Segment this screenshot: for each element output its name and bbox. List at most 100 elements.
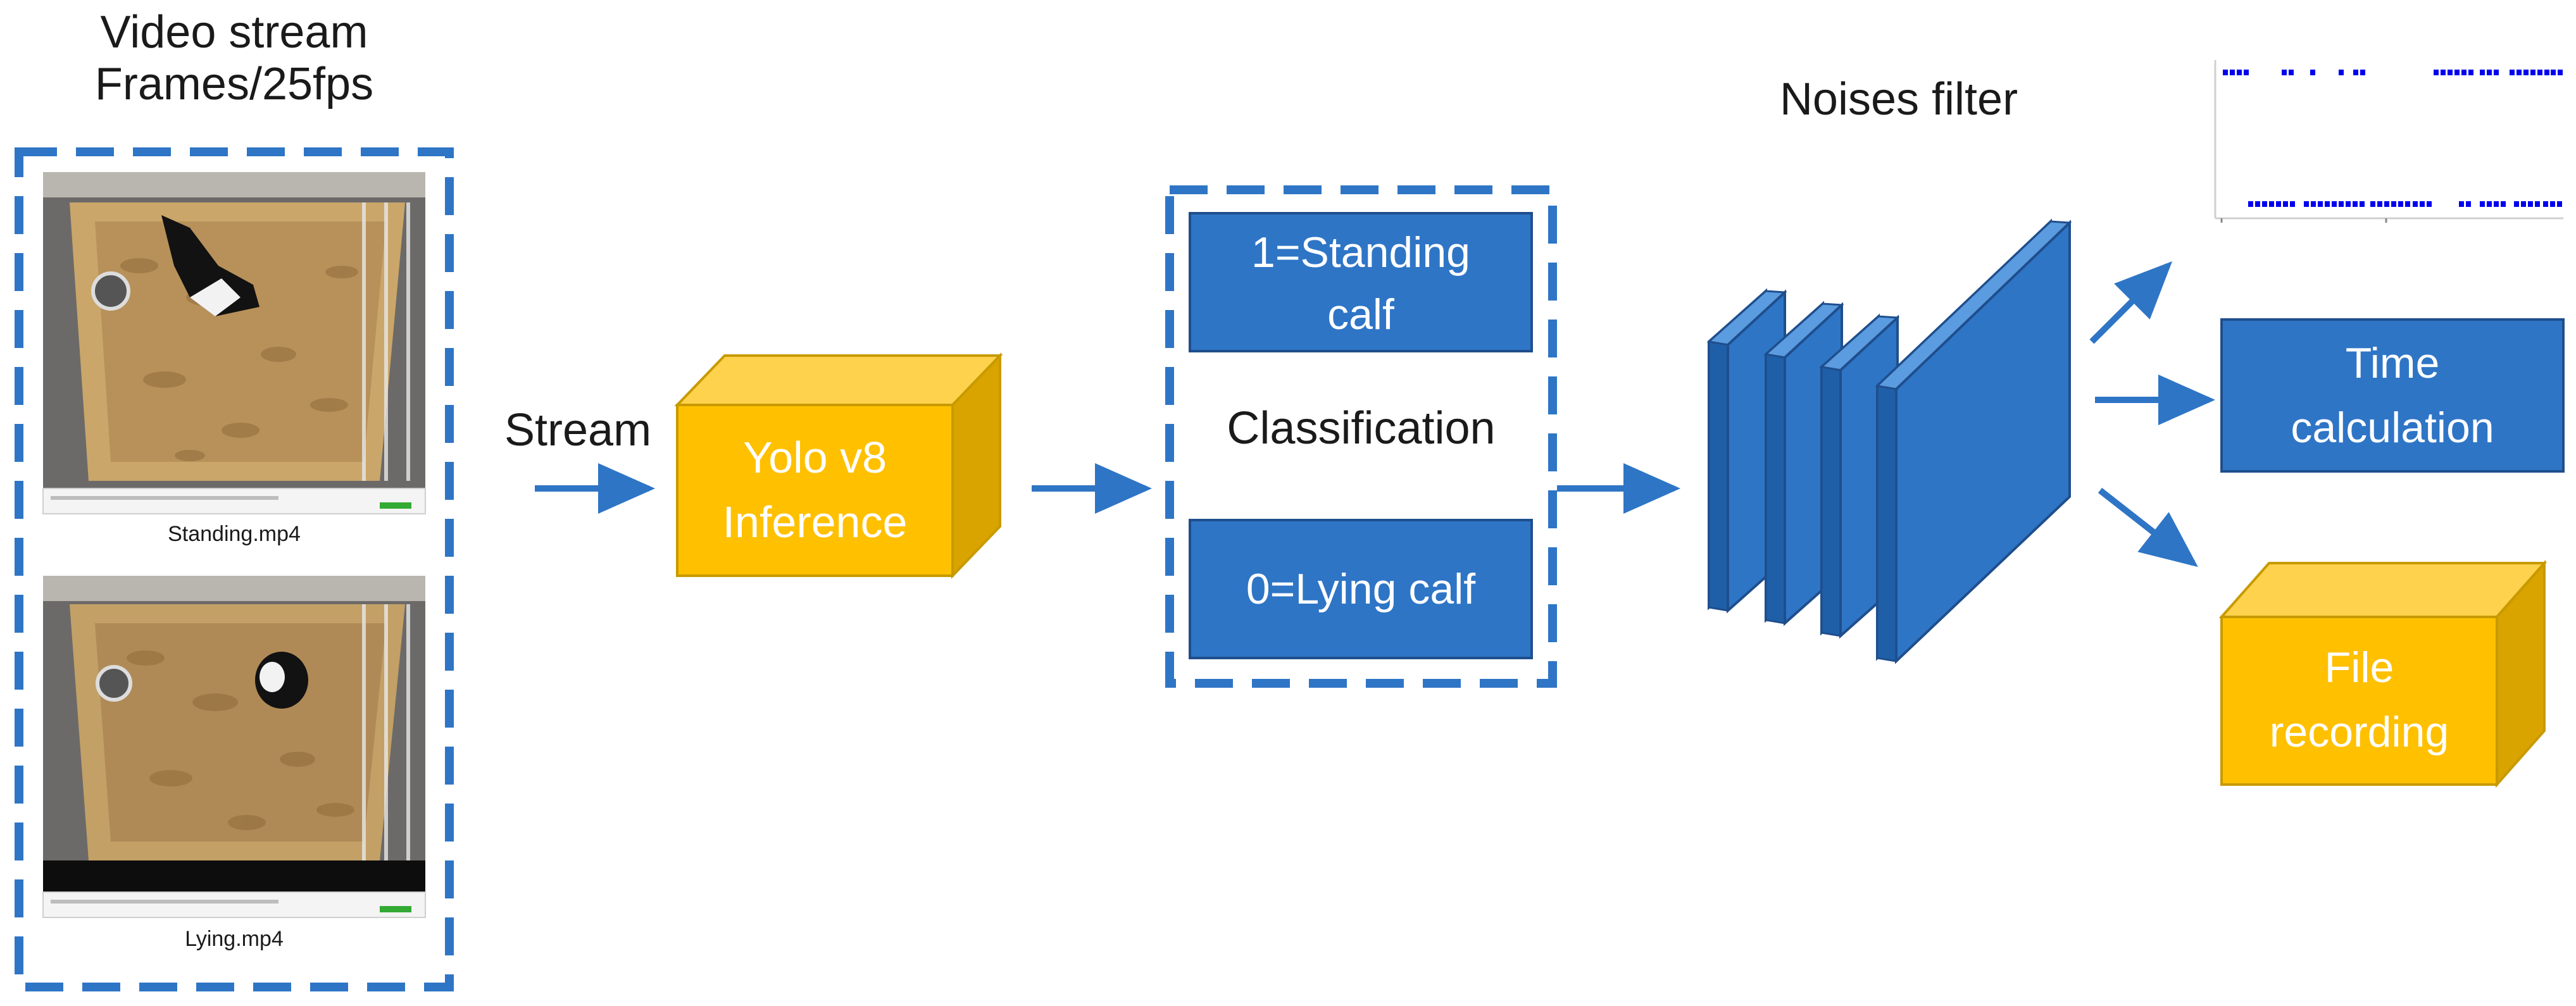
plot-dot-bottom (2405, 201, 2410, 207)
plot-dot-top (2339, 70, 2344, 75)
plot-dot-top (2530, 70, 2535, 75)
video-frame-lying (42, 576, 426, 918)
plot-dot-top (2510, 70, 2515, 75)
plot-dot-bottom (2311, 201, 2316, 207)
file-recording-label: File recording (2222, 635, 2497, 764)
lying-calf-label: 0=Lying calf (1246, 565, 1476, 613)
yolo-label-line1: Yolo v8 (742, 433, 887, 482)
yolo-inference-box (674, 352, 1003, 579)
plot-dot-top (2551, 70, 2556, 75)
plot-series-top (2223, 70, 2563, 75)
plot-dot-bottom (2514, 201, 2519, 207)
plot-dot-bottom (2494, 201, 2499, 207)
lying-calf-box (1189, 519, 1533, 659)
plot-dot-bottom (2466, 201, 2471, 207)
plot-dot-top (2517, 70, 2522, 75)
classification-label: Classification (1227, 403, 1496, 454)
plot-dot-bottom (2420, 201, 2425, 207)
plot-dot-top (2223, 70, 2228, 75)
standing-calf-label: 1=Standing calf (1190, 221, 1532, 345)
file-recording-box (2218, 559, 2548, 788)
video-frame-standing (42, 172, 426, 514)
plot-dot-top (2537, 70, 2542, 75)
plot-dot-bottom (2384, 201, 2389, 207)
plot-dot-bottom (2427, 201, 2432, 207)
plot-dot-top (2360, 70, 2365, 75)
plot-dot-top (2310, 70, 2315, 75)
plot-dot-bottom (2262, 201, 2267, 207)
time-calculation-box (2220, 318, 2565, 473)
arrow-filter-to-file (2098, 488, 2198, 568)
plot-dot-bottom (2459, 201, 2464, 207)
stream-label: Stream (504, 405, 652, 456)
plot-dot-top (2289, 70, 2294, 75)
clip1-label: Standing.mp4 (168, 522, 301, 546)
plot-dot-top (2461, 70, 2467, 75)
plot-dot-bottom (2269, 201, 2274, 207)
plot-dot-top (2558, 70, 2563, 75)
video-stream-title-line1: Video stream (100, 7, 368, 58)
plot-dot-top (2523, 70, 2529, 75)
plot-dot-bottom (2377, 201, 2382, 207)
video-stream-title: Video stream Frames/25fps (19, 6, 449, 110)
plot-dot-top (2448, 70, 2453, 75)
plot-dot-top (2487, 70, 2492, 75)
plot-dot-bottom (2535, 201, 2540, 207)
plot-dot-top (2244, 70, 2249, 75)
plot-dot-bottom (2332, 201, 2337, 207)
plot-dot-bottom (2501, 201, 2506, 207)
plot-dot-top (2353, 70, 2358, 75)
noise-filter-label: Noises filter (1779, 74, 2018, 125)
time-label-line1: Time (2345, 339, 2440, 387)
plot-dot-bottom (2346, 201, 2351, 207)
file-label-line1: File (2324, 643, 2394, 692)
standing-label-line1: 1=Standing (1251, 228, 1470, 276)
noise-filter-layers (1706, 218, 2072, 664)
state-plot-thumbnail (2214, 60, 2563, 223)
standing-label-line2: calf (1327, 290, 1394, 338)
plot-dot-top (2237, 70, 2242, 75)
plot-dot-top (2480, 70, 2485, 75)
plot-dot-top (2544, 70, 2549, 75)
video-stream-frame (15, 147, 454, 991)
plot-dot-bottom (2283, 201, 2288, 207)
plot-dot-bottom (2543, 201, 2548, 207)
plot-dot-top (2454, 70, 2460, 75)
plot-dot-bottom (2353, 201, 2358, 207)
plot-dot-bottom (2248, 201, 2253, 207)
plot-dot-bottom (2304, 201, 2309, 207)
video-stream-title-line2: Frames/25fps (94, 59, 374, 109)
plot-dot-bottom (2318, 201, 2323, 207)
clip2-label: Lying.mp4 (185, 927, 284, 951)
plot-dot-top (2282, 70, 2287, 75)
plot-dot-bottom (2521, 201, 2526, 207)
plot-dot-top (2441, 70, 2446, 75)
plot-dot-bottom (2255, 201, 2260, 207)
plot-dot-bottom (2370, 201, 2375, 207)
plot-dot-top (2468, 70, 2473, 75)
file-label-line2: recording (2269, 708, 2449, 756)
plot-dot-bottom (2339, 201, 2344, 207)
plot-dot-bottom (2480, 201, 2485, 207)
yolo-inference-label: Yolo v8 Inference (677, 425, 953, 554)
plot-dot-bottom (2290, 201, 2295, 207)
plot-dot-top (2494, 70, 2499, 75)
time-label-line2: calculation (2291, 404, 2494, 452)
plot-dot-bottom (2528, 201, 2533, 207)
plot-series-bottom (2248, 201, 2562, 207)
plot-dot-bottom (2360, 201, 2365, 207)
plot-dot-bottom (2398, 201, 2403, 207)
classification-frame (1165, 185, 1557, 688)
arrow-filter-to-plot (2089, 261, 2173, 344)
plot-dot-bottom (2487, 201, 2492, 207)
plot-dot-top (2230, 70, 2235, 75)
plot-dot-bottom (2413, 201, 2418, 207)
plot-dot-bottom (2391, 201, 2396, 207)
plot-dot-top (2434, 70, 2439, 75)
standing-calf-box (1189, 212, 1533, 352)
time-calculation-label: Time calculation (2222, 331, 2563, 460)
yolo-label-line2: Inference (722, 497, 908, 547)
plot-dot-bottom (2276, 201, 2281, 207)
plot-dot-bottom (2550, 201, 2555, 207)
